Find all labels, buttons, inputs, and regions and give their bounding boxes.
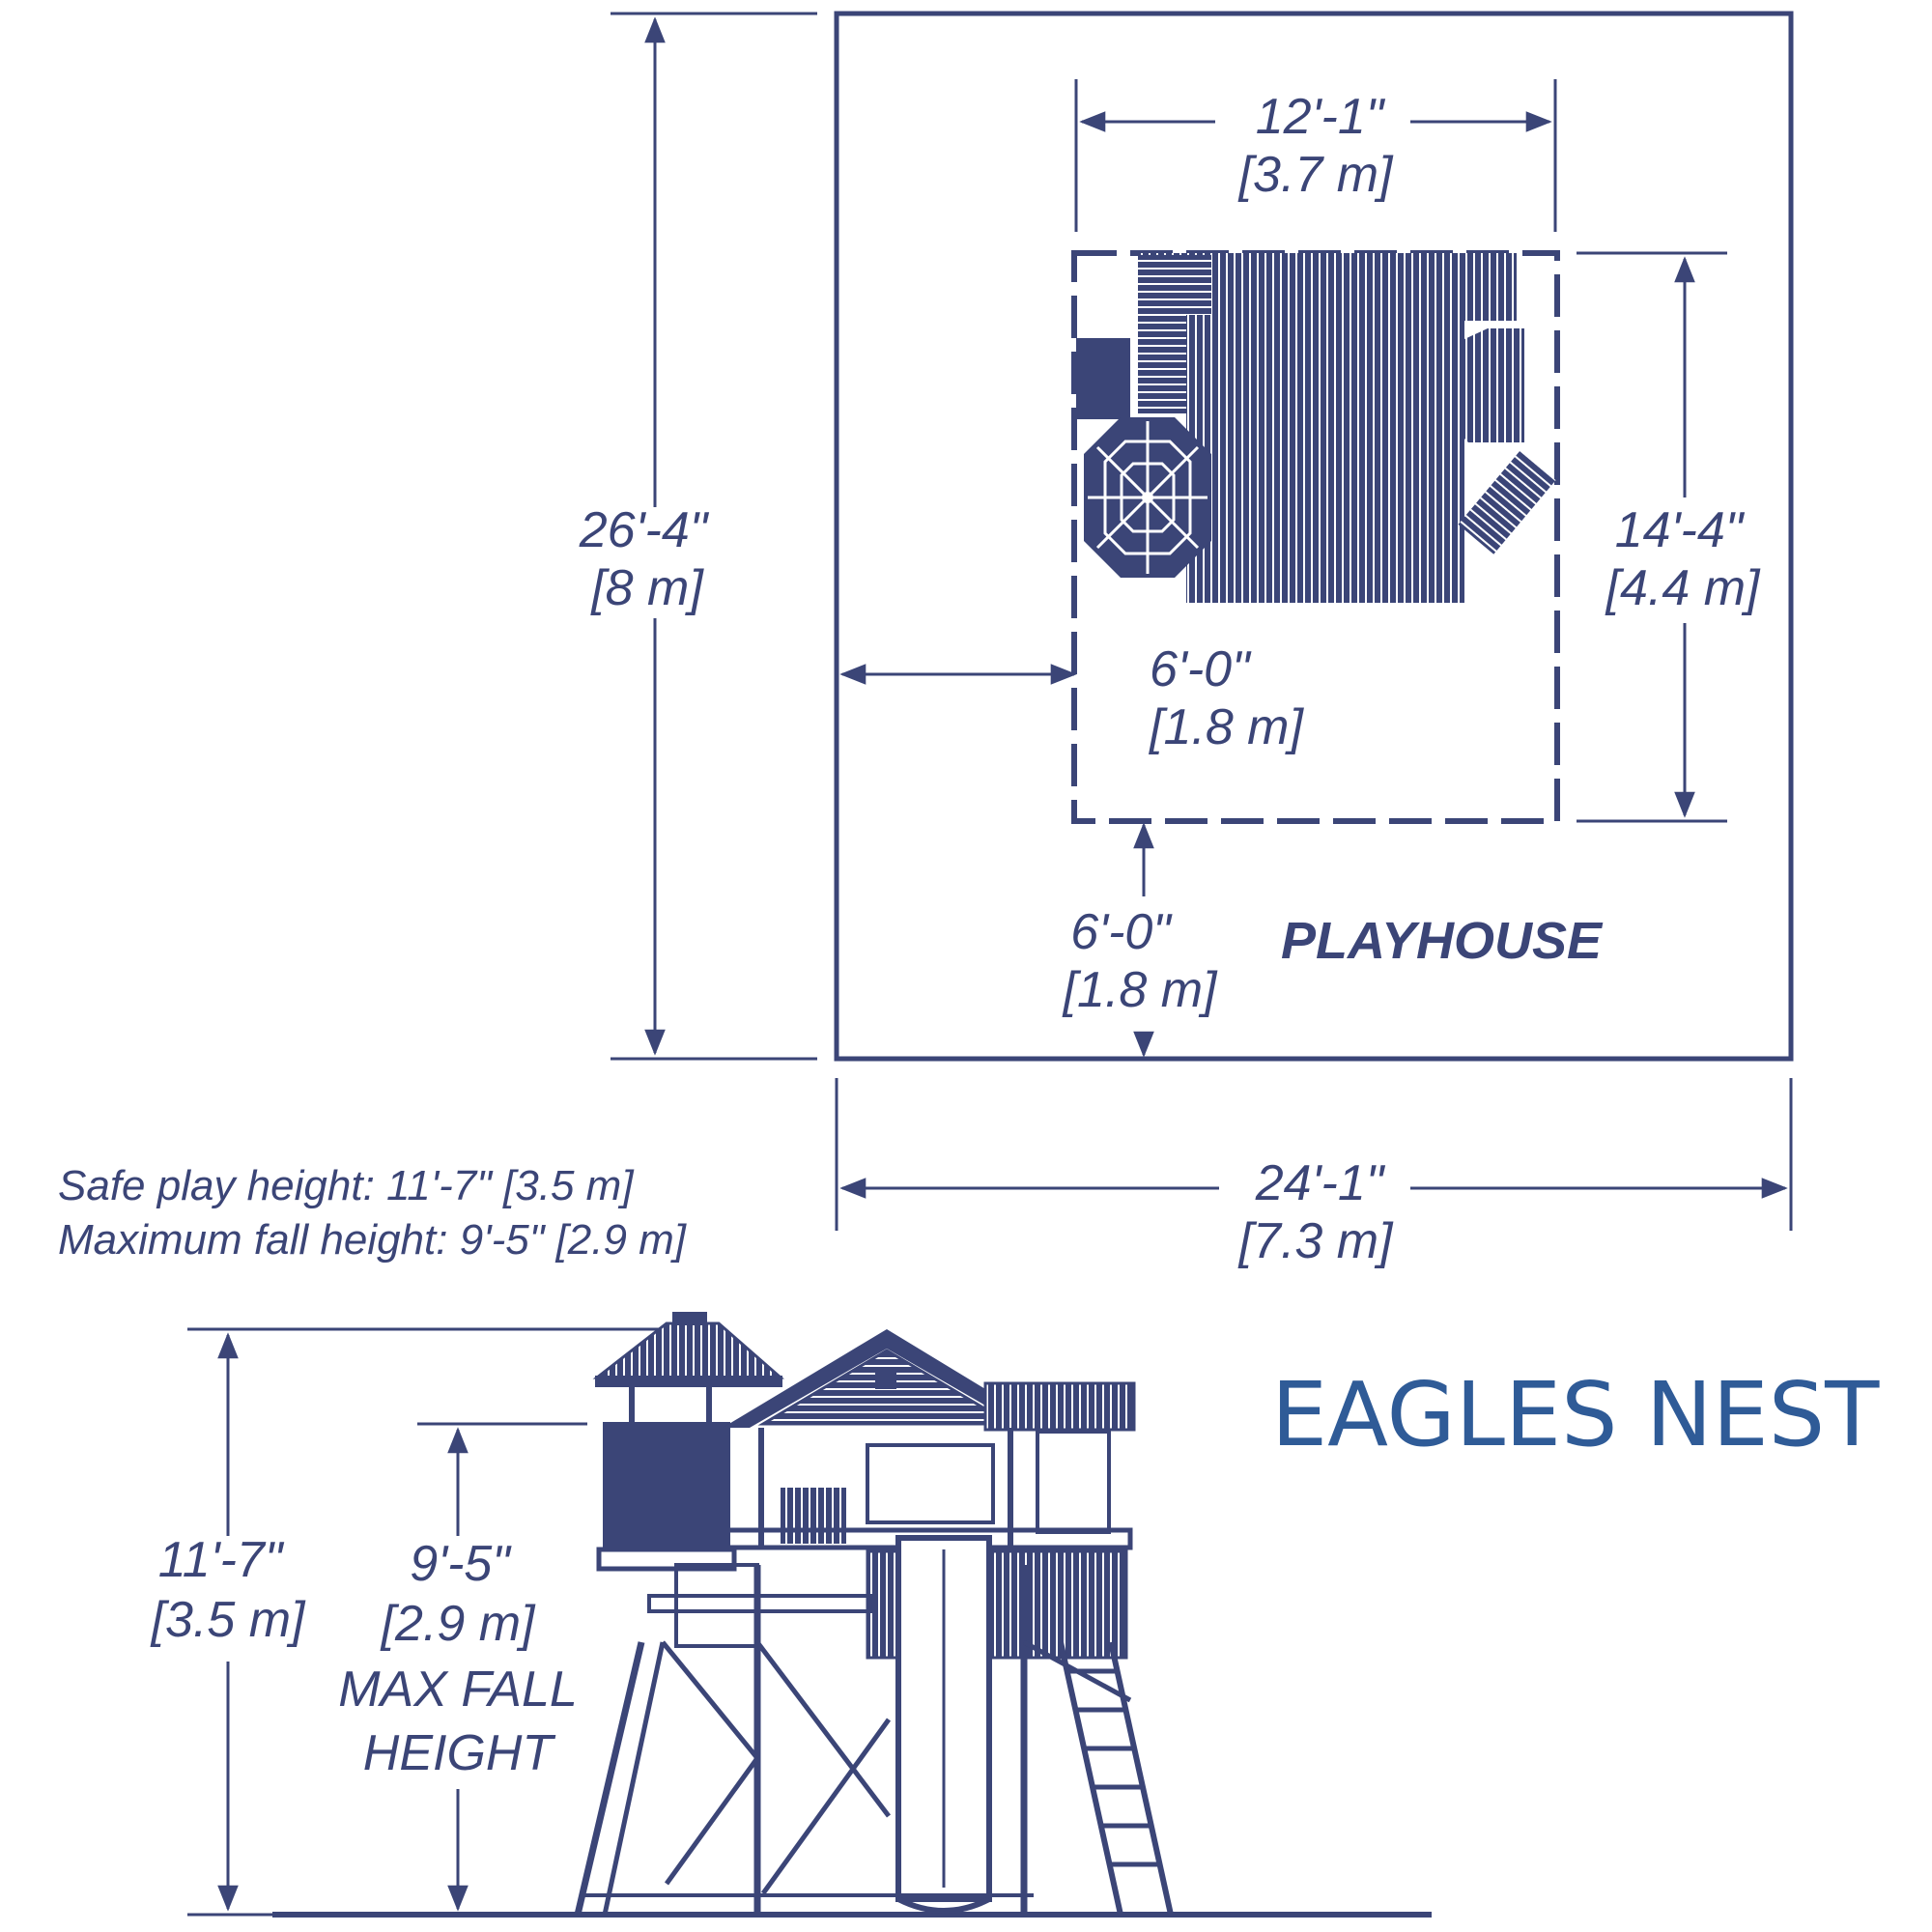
brace-center-a: [755, 1640, 891, 1818]
overall-height-imperial: 26'-4": [579, 502, 710, 558]
structure-depth-imperial: 14'-4": [1615, 502, 1746, 558]
product-name: EAGLES NEST: [1271, 1363, 1880, 1466]
overall-width-imperial: 24'-1": [1255, 1155, 1386, 1211]
structure-width-metric: [3.7 m]: [1238, 147, 1394, 203]
overall-height-metric: [8 m]: [590, 560, 704, 616]
tower-roof: [592, 1321, 784, 1379]
safe-play-height-note: Safe play height: 11'-7" [3.5 m]: [58, 1162, 635, 1209]
corner-platform-planks: [1412, 328, 1524, 442]
octagon-tower-roof: [1084, 417, 1211, 578]
side-clearance-imperial: 6'-0": [1150, 641, 1252, 697]
house-window: [866, 1443, 995, 1524]
main-deck: [656, 1527, 1133, 1550]
total-height-metric: [3.5 m]: [151, 1592, 306, 1648]
plan-view: 26'-4" [8 m] 12'-1" [3.7 m] 14'-4" [4.4 …: [579, 11, 1794, 1269]
tower-roof-band: [595, 1376, 782, 1387]
playhouse-label: PLAYHOUSE: [1281, 912, 1604, 970]
left-leg-inner: [602, 1641, 666, 1916]
fall-height-metric: [2.9 m]: [381, 1596, 536, 1652]
play-area-boundary: [834, 11, 1794, 1062]
main-roof-planks: [1186, 315, 1464, 603]
fall-height-caption-line1: MAX FALL: [338, 1662, 578, 1718]
total-height-imperial: 11'-7": [158, 1532, 285, 1588]
playset-top-view: [1076, 253, 1556, 603]
left-leg: [574, 1641, 645, 1916]
side-entry-block: [1076, 338, 1130, 419]
window-shutter: [781, 1488, 846, 1544]
roof-vent: [875, 1372, 896, 1389]
structure-width-imperial: 12'-1": [1256, 89, 1386, 145]
front-clearance-metric: [1.8 m]: [1063, 962, 1218, 1018]
brace-center-b: [760, 1718, 892, 1895]
structure-depth-metric: [4.4 m]: [1605, 560, 1761, 616]
max-fall-height-note: Maximum fall height: 9'-5" [2.9 m]: [58, 1216, 688, 1264]
tower-finial: [672, 1312, 707, 1325]
slide-lip: [896, 1896, 991, 1914]
brace-left-a: [661, 1640, 759, 1760]
playset-front-elevation: [574, 1312, 1174, 1916]
side-deck-wall: [1036, 1430, 1111, 1534]
ladder: [1058, 1641, 1174, 1916]
side-clearance-metric: [1.8 m]: [1149, 699, 1304, 755]
side-roof: [983, 1381, 1136, 1432]
ladder-ramp-planks: [1458, 450, 1556, 554]
front-clearance-imperial: 6'-0": [1070, 904, 1173, 960]
fall-height-caption-line2: HEIGHT: [363, 1725, 556, 1781]
deck-supports: [674, 1563, 759, 1648]
brace-left-b: [664, 1756, 760, 1886]
overall-width-metric: [7.3 m]: [1238, 1213, 1394, 1269]
fall-height-imperial: 9'-5": [410, 1536, 512, 1592]
elevation-view: 11'-7" [3.5 m] 9'-5" [2.9 m] MAX FALL HE…: [151, 1312, 1432, 1918]
